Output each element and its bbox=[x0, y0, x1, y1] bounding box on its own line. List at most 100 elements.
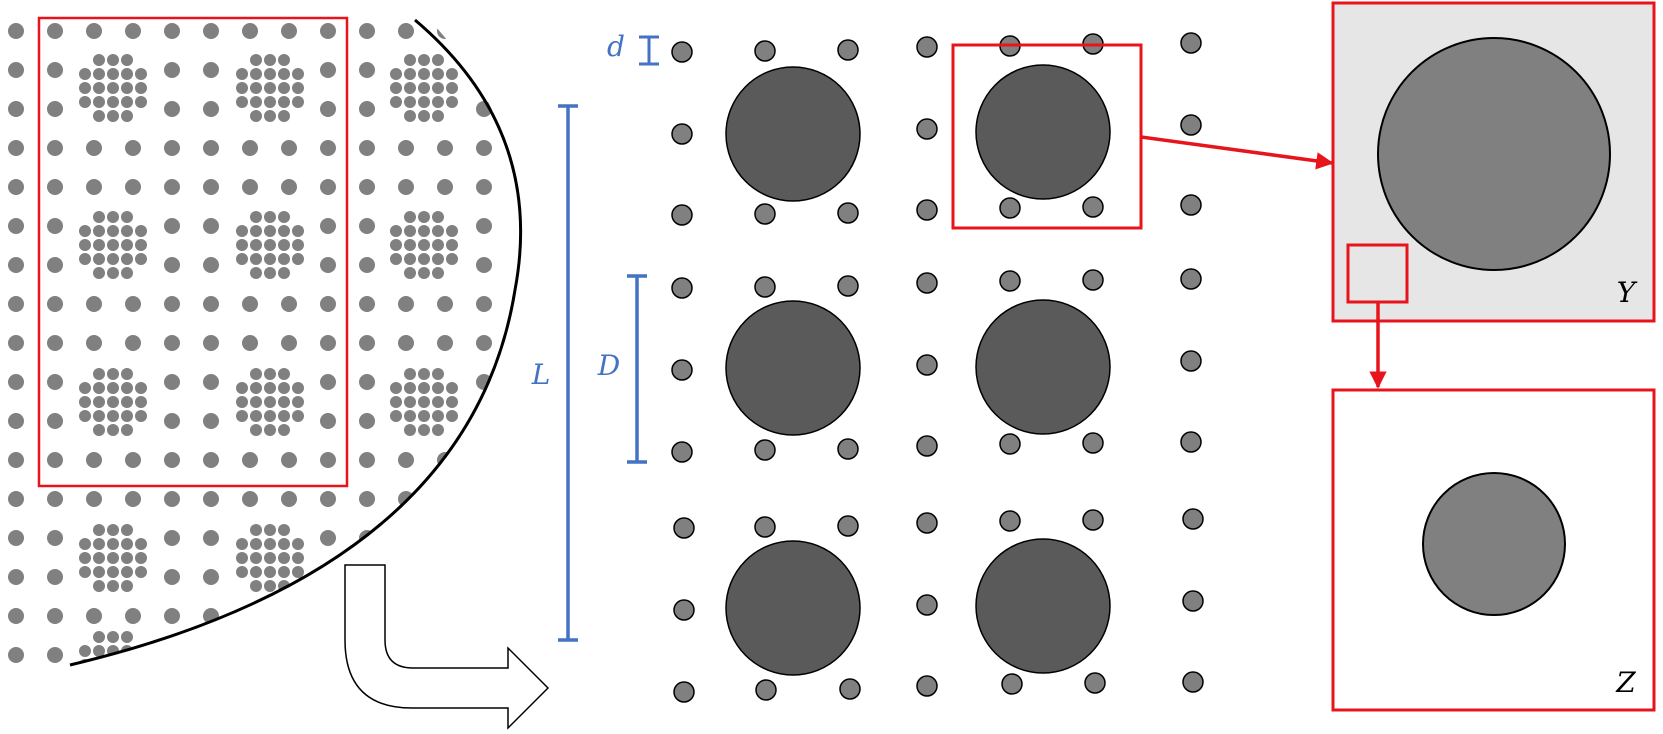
wafer-feature-subdot bbox=[418, 253, 430, 265]
unit-cell-selection-box bbox=[951, 43, 1143, 230]
wafer-feature-subdot bbox=[418, 267, 430, 279]
wafer-feature-subdot bbox=[418, 424, 430, 436]
wafer-feature-subdot bbox=[446, 552, 458, 564]
small-dot bbox=[1084, 672, 1106, 694]
wafer-feature-subdot bbox=[278, 253, 290, 265]
wafer-small-dot bbox=[203, 179, 219, 195]
wafer-small-dot bbox=[8, 335, 24, 351]
wafer-feature-subdot bbox=[236, 82, 248, 94]
small-dot bbox=[673, 517, 695, 539]
wafer-feature-subdot bbox=[446, 396, 458, 408]
wafer-feature-subdot bbox=[93, 631, 105, 643]
wafer-feature-subdot bbox=[264, 687, 276, 699]
wafer-feature-subdot bbox=[418, 580, 430, 592]
wafer-feature-subdot bbox=[404, 54, 416, 66]
wafer-feature-subdot bbox=[432, 253, 444, 265]
wafer-feature-subdot bbox=[121, 524, 133, 536]
wafer-feature-subdot bbox=[432, 211, 444, 223]
wafer-small-dot bbox=[203, 452, 219, 468]
wafer-feature-subdot bbox=[404, 225, 416, 237]
small-dot bbox=[1180, 114, 1202, 136]
small-dot bbox=[839, 678, 861, 700]
wafer-small-dot bbox=[242, 335, 258, 351]
wafer-feature-subdot bbox=[292, 659, 304, 665]
small-dot bbox=[916, 199, 938, 221]
wafer-small-dot bbox=[164, 491, 180, 507]
wafer-feature-subdot bbox=[250, 687, 262, 699]
wafer-feature-subdot bbox=[250, 580, 262, 592]
wafer-feature-subdot bbox=[446, 645, 458, 657]
wafer-feature-subdot bbox=[418, 54, 430, 66]
wafer-feature-subdot bbox=[432, 368, 444, 380]
wafer-feature-subdot bbox=[135, 96, 147, 108]
wafer-feature-subdot bbox=[121, 211, 133, 223]
small-dot bbox=[754, 276, 776, 298]
wafer-feature-subdot bbox=[250, 54, 262, 66]
wafer-feature-subdot bbox=[93, 225, 105, 237]
wafer-feature-subdot bbox=[135, 239, 147, 251]
wafer-feature-subdot bbox=[93, 673, 105, 685]
small-dot bbox=[837, 39, 859, 61]
wafer-feature-subdot bbox=[121, 82, 133, 94]
wafer-small-dot bbox=[320, 179, 336, 195]
small-dot bbox=[755, 679, 777, 701]
wafer-feature-subdot bbox=[250, 211, 262, 223]
wafer-feature-subdot bbox=[278, 211, 290, 223]
small-dot bbox=[999, 433, 1021, 455]
wafer-feature-subdot bbox=[432, 645, 444, 657]
wafer-feature-subdot bbox=[107, 239, 119, 251]
wafer-feature-subdot bbox=[79, 225, 91, 237]
wafer-feature-subdot bbox=[432, 239, 444, 251]
wafer-feature-subdot bbox=[121, 368, 133, 380]
wafer-small-dot bbox=[203, 218, 219, 234]
wafer-feature-subdot bbox=[432, 396, 444, 408]
wafer-feature-subdot bbox=[79, 382, 91, 394]
wafer-small-dot bbox=[320, 257, 336, 273]
small-dot bbox=[916, 118, 938, 140]
wafer-small-dot bbox=[476, 179, 492, 195]
wafer-feature-subdot bbox=[107, 580, 119, 592]
wafer-feature-subdot bbox=[121, 396, 133, 408]
small-dot bbox=[1182, 508, 1204, 530]
wafer-feature-subdot bbox=[93, 552, 105, 564]
wafer-feature-subdot bbox=[292, 68, 304, 80]
small-dot bbox=[916, 675, 938, 697]
wafer-feature-subdot bbox=[446, 82, 458, 94]
wafer-feature-background bbox=[387, 521, 461, 595]
wafer-feature-subdot bbox=[135, 673, 147, 685]
wafer-feature-subdot bbox=[135, 225, 147, 237]
wafer-small-dot bbox=[398, 296, 414, 312]
wafer-feature-subdot bbox=[418, 68, 430, 80]
wafer-small-dot bbox=[320, 647, 336, 663]
wafer-small-dot bbox=[320, 335, 336, 351]
wafer-small-dot bbox=[242, 296, 258, 312]
large-disk bbox=[975, 64, 1111, 200]
wafer-feature-subdot bbox=[107, 211, 119, 223]
wafer-small-dot bbox=[47, 62, 63, 78]
wafer-feature-subdot bbox=[432, 631, 444, 643]
small-dot bbox=[999, 270, 1021, 292]
wafer-small-dot bbox=[164, 218, 180, 234]
wafer-small-dot bbox=[242, 140, 258, 156]
wafer-feature-subdot bbox=[93, 368, 105, 380]
wafer-small-dot bbox=[320, 296, 336, 312]
wafer-feature-subdot bbox=[418, 239, 430, 251]
wafer-small-dot bbox=[164, 179, 180, 195]
wafer-feature-subdot bbox=[135, 659, 147, 665]
wafer-feature-subdot bbox=[292, 538, 304, 550]
wafer-feature-subdot bbox=[264, 580, 276, 592]
wafer-small-dot bbox=[398, 179, 414, 195]
large-spacing-label: D bbox=[597, 349, 620, 382]
wafer-feature-subdot bbox=[278, 631, 290, 643]
wafer-feature-subdot bbox=[121, 659, 133, 665]
wafer-small-dot bbox=[47, 23, 63, 39]
small-dot bbox=[671, 277, 693, 299]
wafer-feature-subdot bbox=[404, 110, 416, 122]
wafer-small-dot bbox=[281, 179, 297, 195]
small-dot bbox=[671, 359, 693, 381]
wafer-feature-subdot bbox=[390, 82, 402, 94]
magnified-pattern bbox=[671, 32, 1204, 703]
wafer-feature-subdot bbox=[264, 645, 276, 657]
wafer-feature-subdot bbox=[121, 580, 133, 592]
wafer-feature-subdot bbox=[93, 211, 105, 223]
